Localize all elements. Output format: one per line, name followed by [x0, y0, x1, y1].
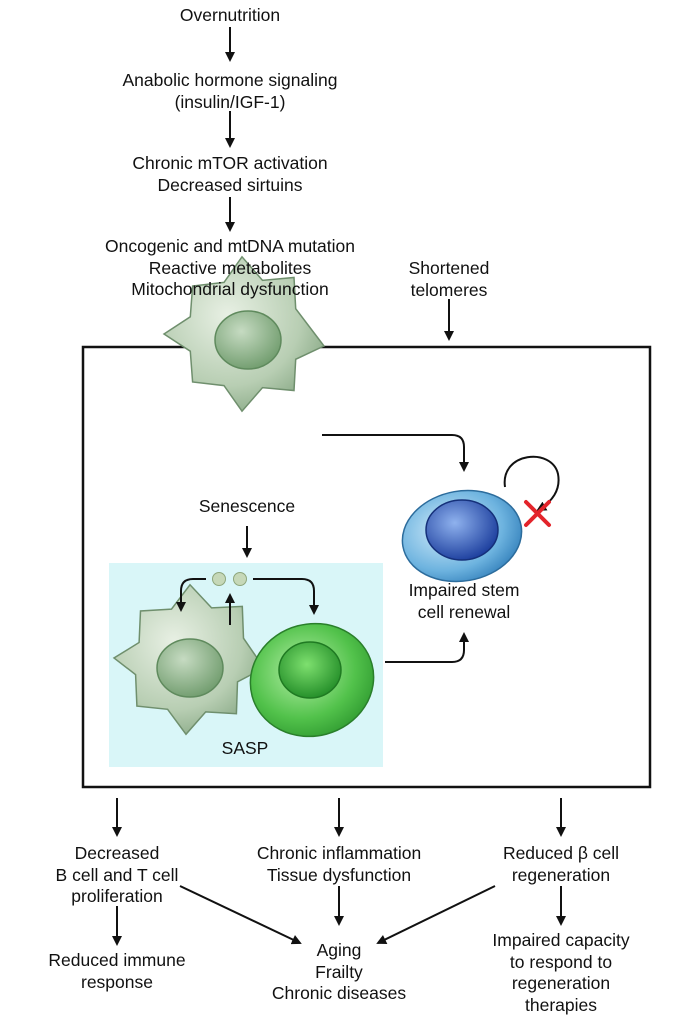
sasp-arrow-left: [176, 578, 206, 612]
flow-arrows: [112, 27, 566, 946]
stem-cell: [401, 489, 523, 583]
sasp-arrows: [176, 526, 319, 625]
inhibit-x-icon: [524, 500, 551, 527]
senescent-cell: [162, 255, 326, 413]
neighbor-nucleus: [278, 641, 342, 699]
sasp-senescent-cell: [112, 583, 266, 736]
arrow-immune-aging: [179, 885, 302, 945]
senescent-nucleus: [214, 310, 282, 370]
arrow-beta-aging: [376, 885, 496, 944]
stem-arrows: [322, 434, 560, 663]
stem-nucleus: [425, 499, 499, 561]
senescence-box: [81, 345, 652, 789]
sasp-factors: [212, 572, 247, 586]
arrow-sasp-stem: [385, 632, 469, 663]
arrow-senescence-stem: [322, 434, 469, 472]
neighbor-cell: [249, 622, 375, 738]
self-renewal-loop: [503, 455, 560, 511]
sasp-senescent-nucleus: [156, 638, 224, 698]
label-senescence: Senescence: [198, 496, 296, 516]
label-overnutrition: Overnutrition: [179, 5, 281, 25]
label-anabolic-signaling: Anabolic hormone signaling(insulin/IGF-1…: [122, 70, 338, 112]
label-sasp: SASP: [221, 738, 269, 758]
sasp-arrow-right: [253, 578, 319, 615]
